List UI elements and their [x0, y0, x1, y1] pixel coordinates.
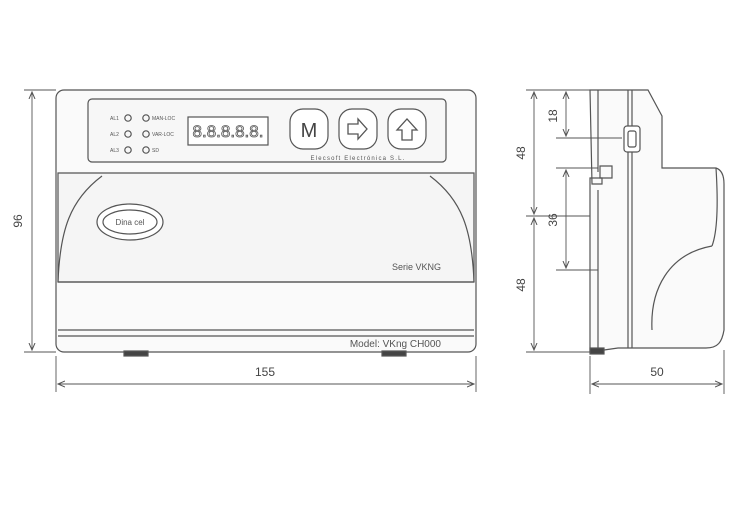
display-digits: 8.8.8.8.8. — [193, 122, 264, 141]
front-dimensions — [24, 89, 477, 392]
din-rail-clip — [599, 165, 613, 179]
indicator-label-var-loc: VAR-LOC — [152, 132, 174, 138]
side-upper-dimension-value: 48 — [514, 146, 528, 160]
front-view — [55, 89, 477, 357]
led-sd — [142, 146, 150, 154]
side-foot — [589, 347, 605, 355]
right-arrow-button[interactable] — [338, 108, 378, 150]
led-var-loc — [142, 130, 150, 138]
digital-display — [187, 116, 269, 146]
series-label: Serie VKNG — [392, 262, 441, 272]
side-body-outline — [589, 89, 725, 353]
indicator-label-al2: AL2 — [110, 132, 119, 138]
side-view — [589, 89, 725, 355]
brand-logo-inner — [102, 209, 158, 235]
indicator-label-al3: AL3 — [110, 148, 119, 154]
indicator-label-al1: AL1 — [110, 116, 119, 122]
mode-button[interactable] — [289, 108, 329, 150]
up-arrow-icon — [395, 118, 419, 141]
side-top-dimension-value: 18 — [546, 109, 560, 123]
height-dimension-value: 96 — [11, 214, 25, 228]
depth-dimension-value: 50 — [650, 365, 664, 379]
front-view-text: AL1 AL2 AL3 MAN-LOC VAR-LOC SD 8.8.8.8.8… — [110, 116, 441, 350]
side-curve — [651, 245, 713, 331]
side-connector — [623, 125, 641, 153]
indicator-label-sd: SD — [152, 148, 159, 154]
led-al2 — [124, 130, 132, 138]
up-arrow-button[interactable] — [387, 108, 427, 150]
side-middle-dimension-value: 36 — [546, 213, 560, 227]
brand-logo-text: Dina cel — [116, 218, 145, 227]
side-dimensions — [526, 89, 725, 394]
mode-button-label: M — [301, 120, 318, 142]
right-arrow-icon — [347, 117, 368, 141]
side-lower-dimension-value: 48 — [514, 278, 528, 292]
led-al1 — [124, 114, 132, 122]
led-al3 — [124, 146, 132, 154]
width-dimension-value: 155 — [255, 365, 275, 379]
manufacturer-label: Elecsoft Electrónica S.L. — [310, 156, 405, 162]
front-foot-right — [381, 350, 407, 357]
indicator-label-man-loc: MAN-LOC — [152, 116, 175, 122]
led-man-loc — [142, 114, 150, 122]
cover-bevel — [57, 175, 475, 283]
front-foot-left — [123, 350, 149, 357]
model-label: Model: VKng CH000 — [350, 339, 442, 350]
